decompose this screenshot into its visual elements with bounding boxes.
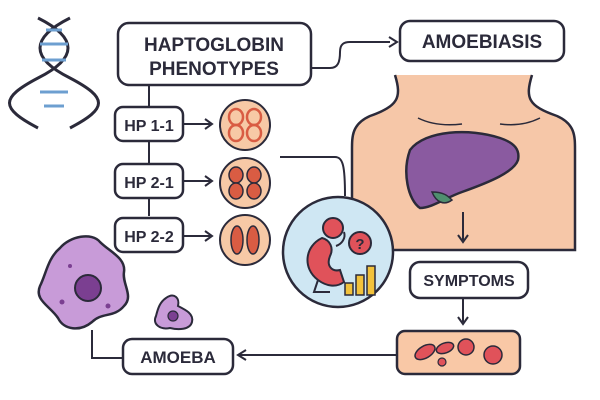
hp11-box: HP 1-1	[113, 105, 185, 143]
title-line1: HAPTOGLOBIN	[144, 35, 284, 56]
hp22-box: HP 2-2	[113, 216, 185, 254]
hp21-label: HP 2-1	[124, 175, 174, 192]
haptoglobin-phenotypes-box: HAPTOGLOBIN PHENOTYPES	[116, 21, 313, 87]
dna-icon	[8, 16, 100, 130]
amoeba-box: AMOEBA	[121, 337, 235, 376]
arrow-to-amoeba	[236, 349, 396, 361]
title-line2: PHENOTYPES	[149, 59, 279, 80]
arrow-hp22	[184, 230, 214, 242]
arrow-hp21	[184, 175, 214, 187]
arrow-to-amoebiasis	[311, 36, 399, 69]
blood-cells-panel	[395, 329, 522, 376]
amoeba-label: AMOEBA	[140, 348, 216, 367]
bar-chart-icon	[344, 265, 376, 296]
hp11-label: HP 1-1	[124, 118, 174, 135]
question-mark: ?	[355, 236, 364, 253]
hp22-label: HP 2-2	[124, 229, 174, 246]
symptoms-label: SYMPTOMS	[423, 273, 515, 290]
liver-icon	[405, 130, 520, 210]
arrow-to-blood-panel	[457, 298, 469, 326]
hp21-box: HP 2-1	[113, 162, 185, 200]
amoeba-large-icon	[37, 235, 130, 330]
hp21-molecule-icon	[219, 157, 271, 209]
question-bubble-icon	[348, 231, 372, 255]
hp11-molecule-icon	[219, 99, 271, 151]
arrow-hp11	[184, 118, 214, 130]
amoebiasis-label: AMOEBIASIS	[422, 32, 542, 53]
amoebiasis-box: AMOEBIASIS	[398, 19, 566, 63]
symptoms-box: SYMPTOMS	[408, 260, 530, 300]
amoeba-small-icon	[154, 294, 194, 331]
arrow-to-symptoms	[457, 212, 469, 244]
connector-to-patient	[280, 156, 346, 197]
hp22-molecule-icon	[219, 214, 271, 266]
patient-icon: ?	[281, 195, 395, 309]
amoeba-connector	[91, 330, 122, 359]
